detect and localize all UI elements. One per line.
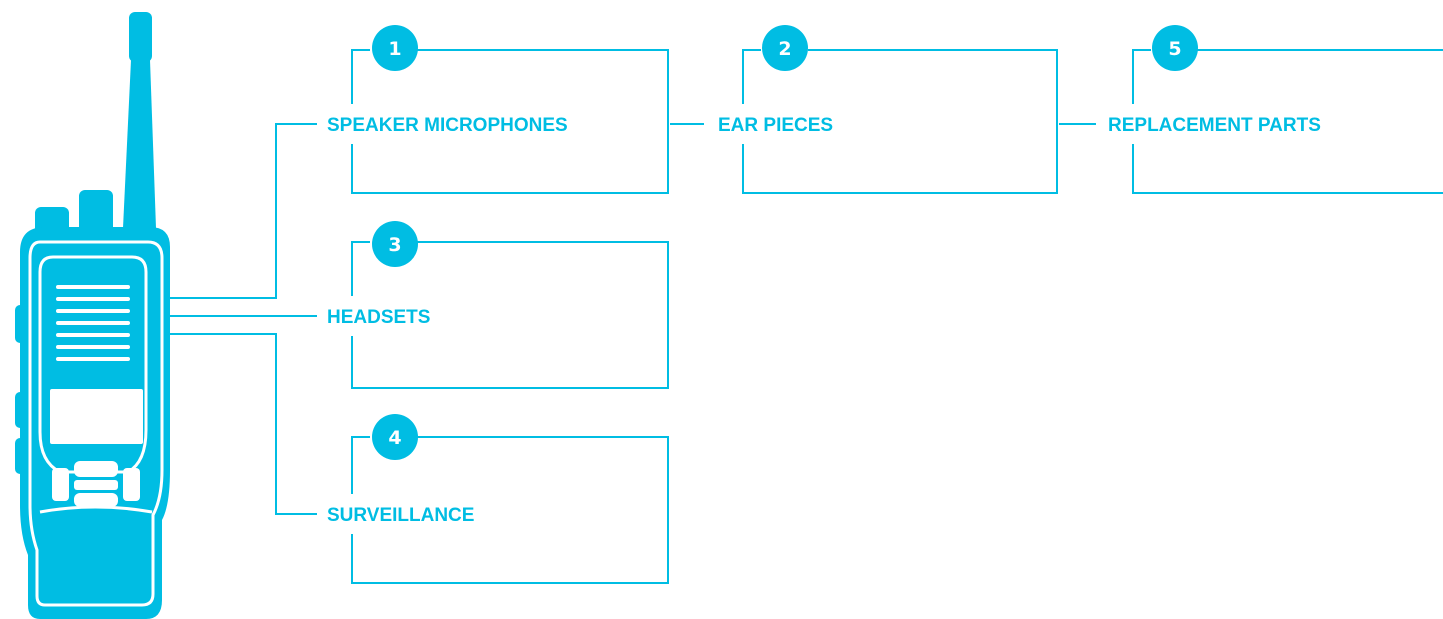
- category-box-ear-pieces[interactable]: [742, 49, 1058, 194]
- category-label-surveillance[interactable]: SURVEILLANCE: [327, 505, 474, 526]
- connector-surveillance: [170, 333, 317, 515]
- category-label-ear-pieces[interactable]: EAR PIECES: [718, 115, 833, 136]
- category-label-headsets[interactable]: HEADSETS: [327, 307, 430, 328]
- badge-3: 3: [372, 221, 418, 267]
- category-box-replacement-parts[interactable]: [1132, 49, 1443, 194]
- badge-circle: [1152, 25, 1198, 71]
- category-label-speaker-microphones[interactable]: SPEAKER MICROPHONES: [327, 115, 568, 136]
- category-box-surveillance[interactable]: [351, 436, 669, 584]
- badge-circle: [372, 221, 418, 267]
- connector-lines: [170, 123, 1096, 515]
- badge-1: 1: [372, 25, 418, 71]
- badge-number: 5: [1168, 38, 1181, 60]
- badge-number: 1: [388, 38, 401, 60]
- category-label-replacement-parts[interactable]: REPLACEMENT PARTS: [1108, 115, 1321, 136]
- two-way-radio-icon: [15, 12, 170, 619]
- badge-2: 2: [762, 25, 808, 71]
- category-box-headsets[interactable]: [351, 241, 669, 389]
- badge-circle: [372, 414, 418, 460]
- badge-circle: [762, 25, 808, 71]
- connector-speaker-microphones: [170, 123, 317, 299]
- badge-5: 5: [1152, 25, 1198, 71]
- badge-number: 3: [388, 234, 401, 256]
- badge-circle: [372, 25, 418, 71]
- badge-number: 4: [388, 427, 401, 449]
- category-box-speaker-microphones[interactable]: [351, 49, 669, 194]
- badge-number: 2: [778, 38, 791, 60]
- badge-4: 4: [372, 414, 418, 460]
